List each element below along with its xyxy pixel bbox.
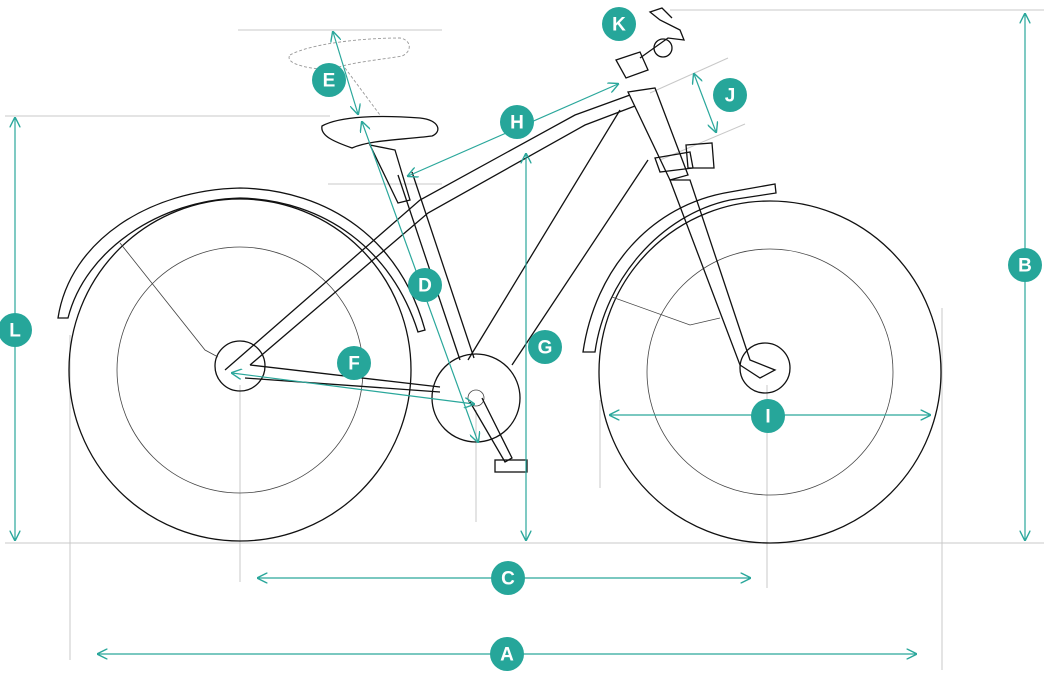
svg-text:D: D xyxy=(418,276,432,297)
svg-text:F: F xyxy=(348,354,360,375)
label-j: J xyxy=(713,78,747,112)
label-k: K xyxy=(602,7,636,41)
label-l: L xyxy=(0,313,32,347)
svg-text:I: I xyxy=(765,407,770,428)
label-a: A xyxy=(490,637,524,671)
svg-text:G: G xyxy=(538,338,553,359)
svg-text:A: A xyxy=(500,645,514,666)
label-g: G xyxy=(528,330,562,364)
label-f: F xyxy=(337,346,371,380)
front-wheel xyxy=(598,200,942,544)
svg-text:H: H xyxy=(510,113,524,134)
svg-text:B: B xyxy=(1018,256,1032,277)
label-d: D xyxy=(408,268,442,302)
label-i: I xyxy=(751,399,785,433)
label-e: E xyxy=(312,63,346,97)
svg-text:E: E xyxy=(323,71,336,92)
chainring-crank xyxy=(431,353,528,473)
label-h: H xyxy=(500,105,534,139)
svg-text:J: J xyxy=(725,86,736,107)
label-b: B xyxy=(1008,248,1042,282)
svg-text:K: K xyxy=(612,15,626,36)
svg-text:C: C xyxy=(501,569,515,590)
saddle xyxy=(288,37,439,204)
label-c: C xyxy=(491,561,525,595)
svg-text:L: L xyxy=(9,321,21,342)
